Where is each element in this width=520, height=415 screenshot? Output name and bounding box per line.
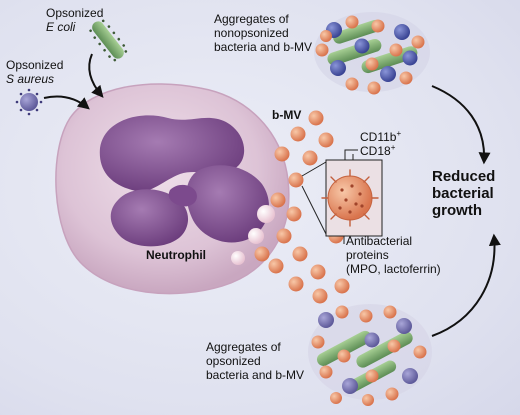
arrows — [43, 53, 501, 337]
label-opsonized-ecoli-line1: Opsonized — [46, 6, 104, 20]
label-antibacterial-line3: (MPO, lactoferrin) — [346, 262, 441, 276]
label-antibacterial-line2: proteins — [346, 248, 389, 262]
opsonized-aggregate-staph — [318, 312, 418, 394]
label-cd18-text: CD18 — [360, 144, 391, 158]
label-aggregates-opsonized: Aggregates of opsonized bacteria and b-M… — [206, 340, 304, 382]
neutrophil-cell — [55, 83, 290, 295]
label-bmv: b-MV — [272, 108, 302, 122]
label-cd18-sup: + — [390, 143, 396, 152]
label-aggregates-opsonized-line2: opsonized — [206, 354, 261, 368]
label-neutrophil: Neutrophil — [146, 248, 206, 262]
arrow-saureus-to-neutrophil — [43, 95, 90, 110]
arrow-top-aggregate-to-growth — [431, 85, 491, 165]
nucleus-lobes — [99, 115, 269, 247]
arrow-ecoli-to-neutrophil — [88, 53, 104, 98]
label-antibacterial-line1: Antibacterial — [346, 234, 413, 248]
bmv-vesicles — [254, 110, 350, 304]
label-aggregates-nonopsonized-line1: Aggregates of — [214, 12, 289, 26]
label-antibacterial: Antibacterial proteins (MPO, lactoferrin… — [346, 234, 441, 276]
vesicle-magnification — [301, 149, 383, 244]
opsonized-ecoli — [89, 19, 128, 62]
label-opsonized-saureus: Opsonized S aureus — [6, 58, 63, 86]
label-aggregates-opsonized-line3: bacteria and b-MV — [206, 368, 305, 382]
opsonized-saureus — [15, 88, 43, 116]
label-cd18: CD18+ — [360, 143, 396, 159]
label-cd11b: CD11b+ — [360, 129, 402, 145]
label-reduced-growth-line1: Reduced — [432, 168, 496, 185]
nonopsonized-aggregate — [314, 12, 430, 95]
opsonized-aggregate — [308, 304, 432, 406]
label-reduced-growth-line3: growth — [432, 202, 482, 219]
label-opsonized-saureus-line2: S aureus — [6, 72, 55, 86]
label-opsonized-saureus-line1: Opsonized — [6, 58, 64, 72]
label-aggregates-nonopsonized-line2: nonopsonized — [214, 26, 289, 40]
arrow-bottom-aggregate-to-growth — [431, 233, 501, 337]
label-reduced-growth: Reduced bacterial growth — [432, 168, 495, 219]
label-reduced-growth-line2: bacterial — [432, 185, 494, 202]
label-aggregates-nonopsonized-line3: bacteria and b-MV — [214, 40, 313, 54]
label-cd11b-text: CD11b — [360, 130, 397, 144]
budding-vesicles — [231, 205, 275, 265]
label-opsonized-ecoli: Opsonized E coli — [46, 6, 103, 34]
label-aggregates-opsonized-line1: Aggregates of — [206, 340, 281, 354]
label-cd11b-sup: + — [396, 129, 402, 138]
label-aggregates-nonopsonized: Aggregates of nonopsonized bacteria and … — [214, 12, 312, 54]
label-opsonized-ecoli-line2: E coli — [46, 20, 76, 34]
